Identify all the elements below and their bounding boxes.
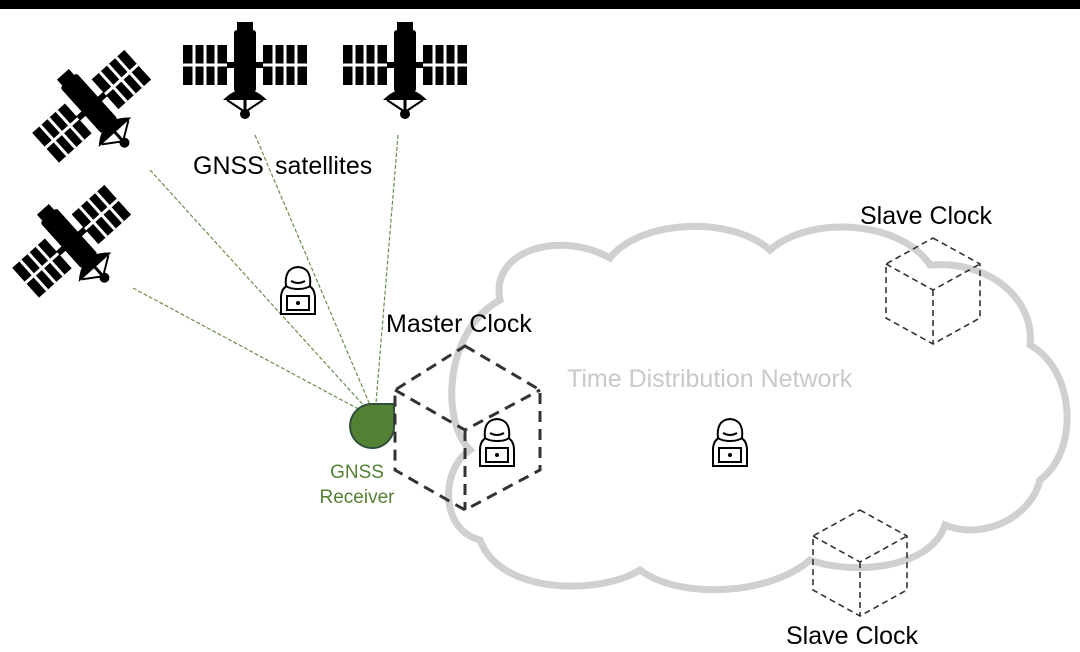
- signal-line-2: [254, 134, 371, 406]
- gnss-satellites-label-2: satellites: [275, 152, 373, 180]
- satellite-icon: [15, 31, 176, 190]
- network-label: Time Distribution Network: [567, 365, 853, 393]
- receiver-label-line1: GNSS: [330, 462, 384, 483]
- signal-line-1: [149, 169, 367, 409]
- satellite-icon: [341, 20, 469, 121]
- master-clock-cube: [393, 344, 542, 512]
- hacker-icon: [479, 418, 515, 467]
- network-cloud: [445, 222, 1071, 594]
- hacker-icon: [280, 266, 316, 315]
- top-border: [0, 0, 1080, 9]
- slave-clock-bottom-label: Slave Clock: [786, 622, 918, 650]
- signal-line-4: [132, 287, 365, 413]
- satellite-icon: [0, 166, 156, 325]
- slave-clock-top-cube: [885, 237, 981, 345]
- master-clock-label: Master Clock: [386, 310, 532, 338]
- receiver-dish-icon: [349, 403, 396, 449]
- slave-clock-top-label: Slave Clock: [860, 202, 992, 230]
- receiver-label-line2: Receiver: [319, 486, 395, 508]
- gnss-receiver-label: GNSS Receiver: [312, 461, 402, 510]
- slave-clock-bottom-cube: [812, 509, 908, 617]
- gnss-satellites-label-1: GNSS: [193, 152, 264, 180]
- signal-line-3: [375, 134, 399, 404]
- satellite-icon: [181, 20, 309, 121]
- signal-lines: [132, 134, 399, 413]
- hacker-icon: [712, 418, 748, 467]
